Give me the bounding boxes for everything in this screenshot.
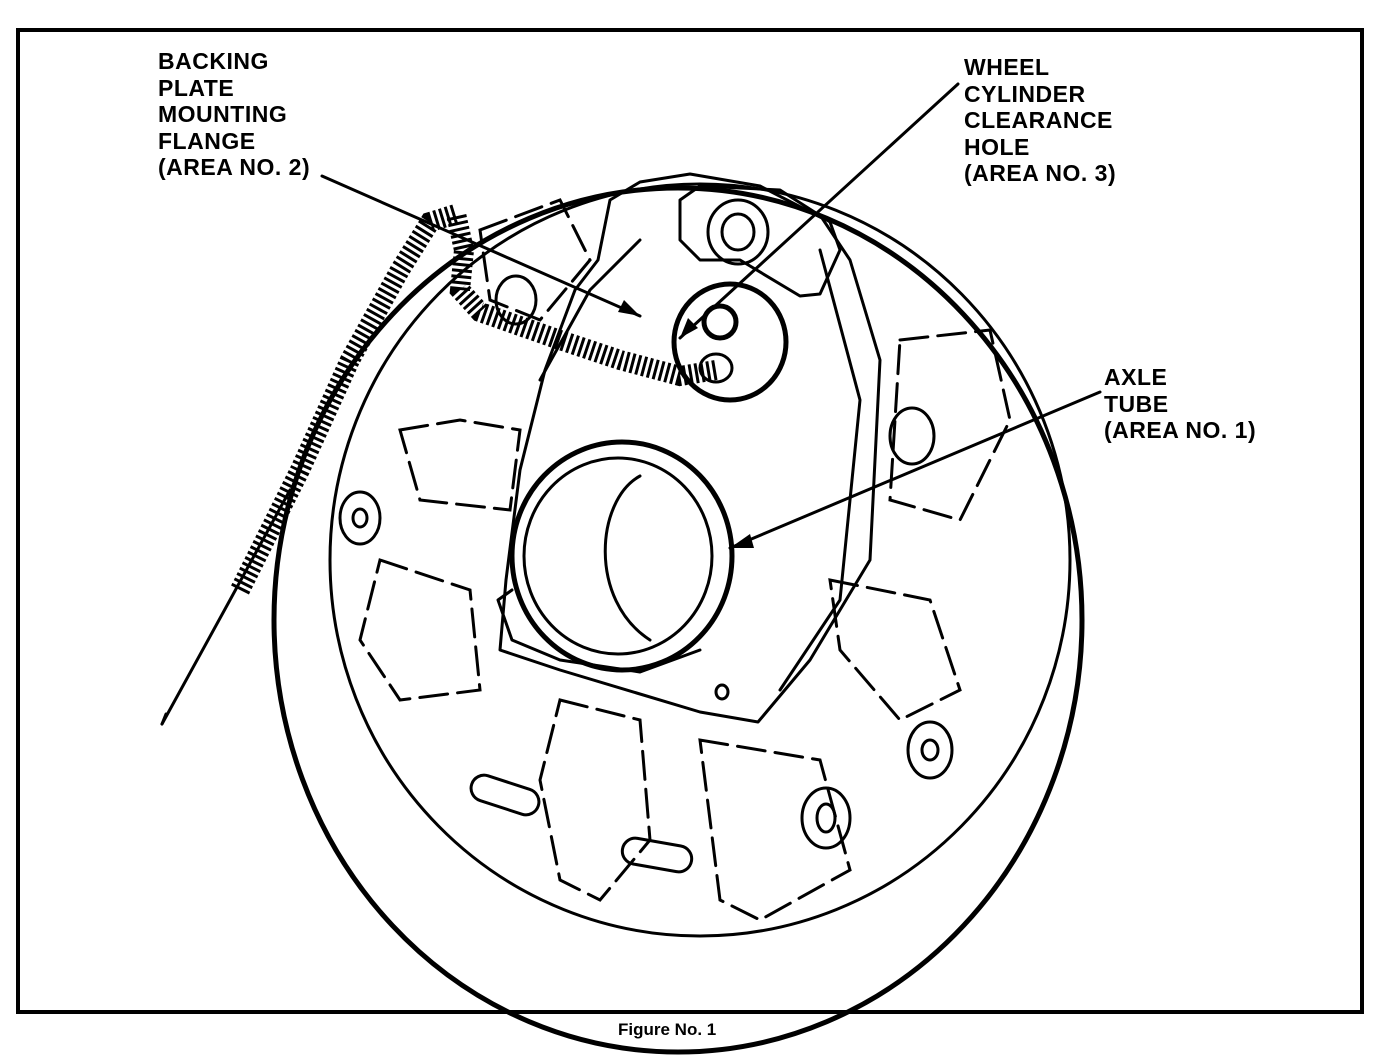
axle-tube-inner [522, 456, 714, 656]
axle-tube-outer [509, 439, 735, 673]
slot-bottom [620, 836, 694, 874]
mounting-hole-right [906, 720, 954, 780]
center-panel-edge [538, 238, 862, 692]
leader-line-flange [320, 174, 642, 318]
callout-wheel-cylinder-clearance-hole: WHEEL CYLINDER CLEARANCE HOLE (AREA NO. … [964, 54, 1117, 186]
brake-line-spring-guard [231, 201, 718, 595]
stamping-outline-bottom [538, 698, 652, 902]
axle-tube-bore-edge [603, 474, 652, 642]
mounting-hole-left-inner [351, 507, 369, 529]
bleeder-nut [706, 198, 770, 266]
brake-line-fitting [698, 352, 734, 384]
callout-axle-tube: AXLE TUBE (AREA NO. 1) [1104, 364, 1257, 443]
backing-plate-inner-rim [328, 182, 1072, 938]
mounting-hole-left [338, 490, 382, 546]
leader-arrow-axle-tube [730, 534, 754, 548]
small-hole-panel [714, 683, 730, 701]
leader-line-axle-tube [728, 390, 1102, 550]
stamping-outline-lower-right [828, 578, 962, 722]
stamping-outline-bottom-right [698, 738, 852, 922]
figure-caption: Figure No. 1 [618, 1020, 717, 1039]
mounting-hole-right-upper [888, 406, 936, 466]
backing-plate-outer-rim [271, 185, 1085, 1055]
mounting-hole-top-left [494, 274, 538, 326]
axle-tube-flange-base [496, 588, 702, 674]
wheel-cylinder-fitting [701, 303, 739, 341]
stamping-outline-left [398, 418, 522, 512]
mounting-hole-bottom-inner [815, 802, 837, 834]
leader-arrow-flange [618, 300, 640, 316]
leader-arrow-wheel-cylinder [680, 318, 698, 338]
center-raised-panel [498, 172, 882, 724]
leader-line-wheel-cylinder [678, 82, 960, 340]
brake-line-tip [160, 712, 168, 726]
wheel-cylinder-boss [678, 184, 842, 298]
stamping-outline-right [888, 328, 1012, 522]
callout-backing-plate-mounting-flange: BACKING PLATE MOUNTING FLANGE (AREA NO. … [158, 48, 311, 180]
slot-left [469, 773, 541, 817]
stamping-outline-top-left [478, 198, 592, 322]
mounting-hole-bottom [800, 786, 852, 850]
figure-frame [16, 28, 1364, 1014]
brake-line-tube [160, 488, 292, 726]
bleeder-nut-inner [720, 212, 756, 252]
mounting-hole-right-inner [920, 738, 940, 762]
wheel-cylinder-clearance-hole [671, 281, 789, 403]
stamping-outline-lower-left [358, 558, 482, 702]
